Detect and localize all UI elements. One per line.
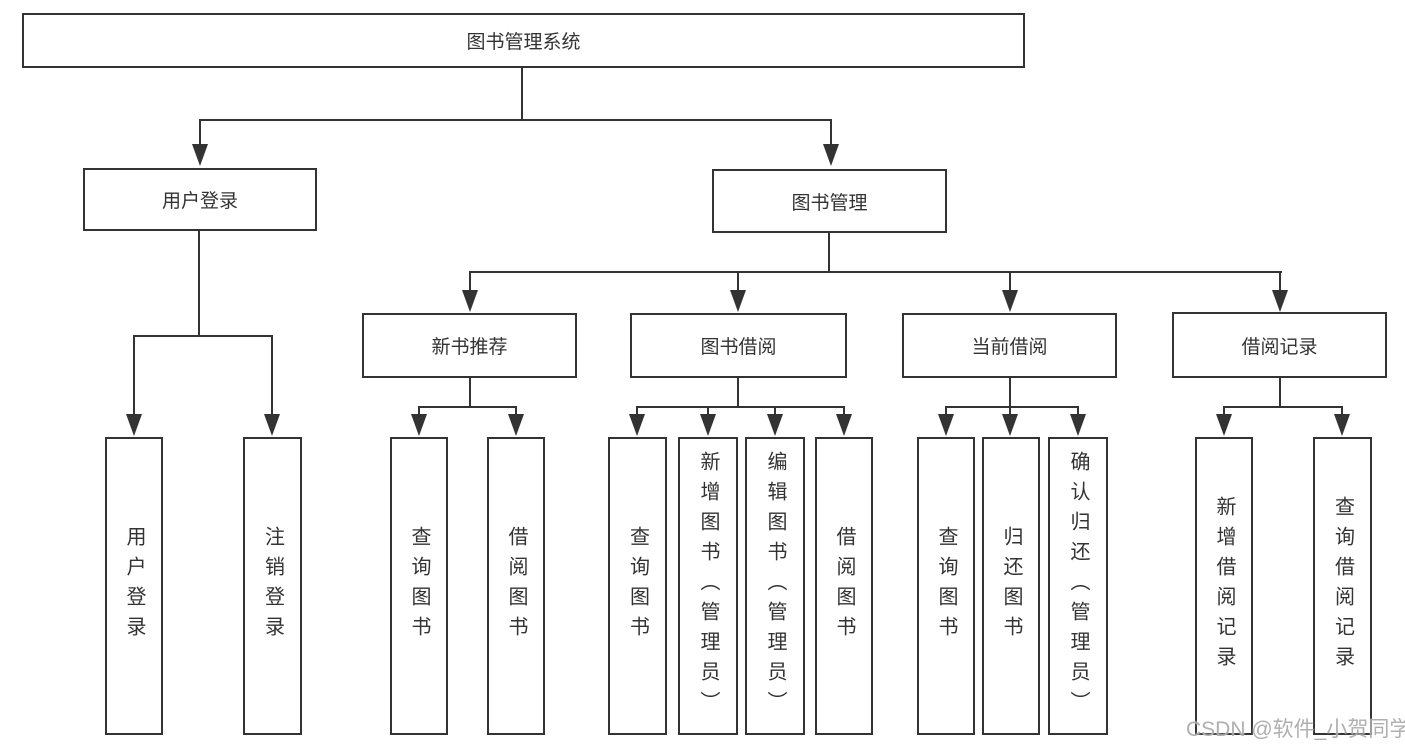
- csdn-watermark: CSDN @软件_小贺同学: [1186, 718, 1405, 741]
- node-root-label: 图书管理系统: [466, 32, 581, 53]
- node-book-management: 图书管理: [712, 169, 947, 233]
- arrowhead-down: [1334, 414, 1350, 436]
- connector: [1279, 271, 1281, 295]
- leaf-recommend-query-books: 查询图书: [390, 437, 448, 735]
- node-book-management-label: 图书管理: [791, 192, 868, 214]
- connector: [133, 335, 273, 337]
- node-new-book-recommend-label: 新书推荐: [431, 337, 508, 358]
- leaf-current-query-books-label: 查询图书: [935, 526, 957, 646]
- connector: [521, 68, 523, 120]
- connector: [271, 335, 273, 415]
- node-user-login-label: 用户登录: [161, 191, 238, 212]
- leaf-records-add-record-label: 新增借阅记录: [1213, 496, 1235, 676]
- connector: [198, 231, 200, 336]
- connector: [515, 406, 517, 418]
- connector: [418, 406, 517, 408]
- connector: [945, 406, 947, 418]
- arrowhead-down: [767, 414, 783, 436]
- connector: [737, 271, 739, 295]
- arrowhead-down: [836, 414, 852, 436]
- node-root: 图书管理系统: [22, 13, 1025, 68]
- connector: [737, 378, 739, 407]
- arrowhead-down: [823, 144, 839, 166]
- connector: [418, 406, 420, 418]
- connector: [1009, 271, 1011, 295]
- connector: [1009, 406, 1011, 418]
- connector: [707, 406, 709, 418]
- connector: [199, 119, 201, 149]
- leaf-user-login: 用户登录: [105, 437, 163, 735]
- leaf-current-query-books: 查询图书: [917, 437, 975, 735]
- connector: [469, 271, 471, 295]
- leaf-logout: 注销登录: [243, 437, 302, 735]
- arrowhead-down: [1216, 414, 1232, 436]
- leaf-records-add-record: 新增借阅记录: [1195, 437, 1253, 735]
- connector: [469, 271, 1282, 273]
- connector: [828, 233, 830, 272]
- leaf-records-query-record-label: 查询借阅记录: [1331, 496, 1354, 676]
- node-book-borrowing-label: 图书借阅: [700, 337, 777, 358]
- connector: [469, 378, 471, 407]
- leaf-current-confirm-return-label: 确认归还（管理员）: [1067, 451, 1089, 721]
- arrowhead-down: [462, 290, 478, 312]
- leaf-borrowing-edit-books-label: 编辑图书（管理员）: [764, 451, 786, 721]
- connector: [636, 406, 638, 418]
- connector: [945, 406, 1079, 408]
- connector: [133, 335, 135, 415]
- node-book-borrowing: 图书借阅: [630, 313, 847, 378]
- arrowhead-down: [700, 414, 716, 436]
- leaf-borrowing-add-books: 新增图书（管理员）: [678, 437, 738, 735]
- connector: [199, 119, 832, 121]
- arrowhead-down: [629, 414, 645, 436]
- leaf-records-query-record: 查询借阅记录: [1313, 437, 1372, 735]
- arrowhead-down: [1002, 290, 1018, 312]
- connector: [1009, 378, 1011, 407]
- leaf-borrowing-borrow-books: 借阅图书: [815, 437, 873, 735]
- leaf-recommend-borrow-books: 借阅图书: [487, 437, 545, 735]
- leaf-user-login-label: 用户登录: [123, 526, 145, 646]
- leaf-borrowing-query-books-label: 查询图书: [626, 526, 649, 646]
- arrowhead-down: [411, 414, 427, 436]
- connector: [1279, 378, 1281, 407]
- connector: [1223, 406, 1225, 418]
- arrowhead-down: [192, 144, 208, 166]
- leaf-current-return-books: 归还图书: [982, 437, 1040, 735]
- connector: [636, 406, 845, 408]
- leaf-borrowing-edit-books: 编辑图书（管理员）: [745, 437, 805, 735]
- leaf-current-confirm-return: 确认归还（管理员）: [1048, 437, 1108, 735]
- connector: [843, 406, 845, 418]
- node-new-book-recommend: 新书推荐: [362, 313, 577, 378]
- leaf-borrowing-borrow-books-label: 借阅图书: [833, 526, 855, 646]
- leaf-logout-label: 注销登录: [261, 526, 284, 646]
- connector: [830, 119, 832, 149]
- leaf-recommend-query-books-label: 查询图书: [408, 526, 430, 646]
- arrowhead-down: [1070, 414, 1086, 436]
- arrowhead-down: [1002, 414, 1018, 436]
- node-borrowing-records: 借阅记录: [1172, 312, 1387, 378]
- arrowhead-down: [1272, 290, 1288, 312]
- arrowhead-down: [126, 414, 142, 436]
- leaf-borrowing-query-books: 查询图书: [608, 437, 667, 735]
- node-current-borrowing-label: 当前借阅: [971, 337, 1048, 358]
- node-user-login: 用户登录: [83, 168, 317, 231]
- arrowhead-down: [508, 414, 524, 436]
- node-current-borrowing: 当前借阅: [902, 313, 1117, 378]
- node-borrowing-records-label: 借阅记录: [1241, 336, 1318, 358]
- connector: [1077, 406, 1079, 418]
- arrowhead-down: [938, 414, 954, 436]
- connector: [1341, 406, 1343, 418]
- arrowhead-down: [730, 290, 746, 312]
- connector: [1223, 406, 1343, 408]
- leaf-borrowing-add-books-label: 新增图书（管理员）: [697, 451, 719, 721]
- leaf-recommend-borrow-books-label: 借阅图书: [505, 526, 527, 646]
- connector: [774, 406, 776, 418]
- leaf-current-return-books-label: 归还图书: [1000, 526, 1022, 646]
- arrowhead-down: [264, 414, 280, 436]
